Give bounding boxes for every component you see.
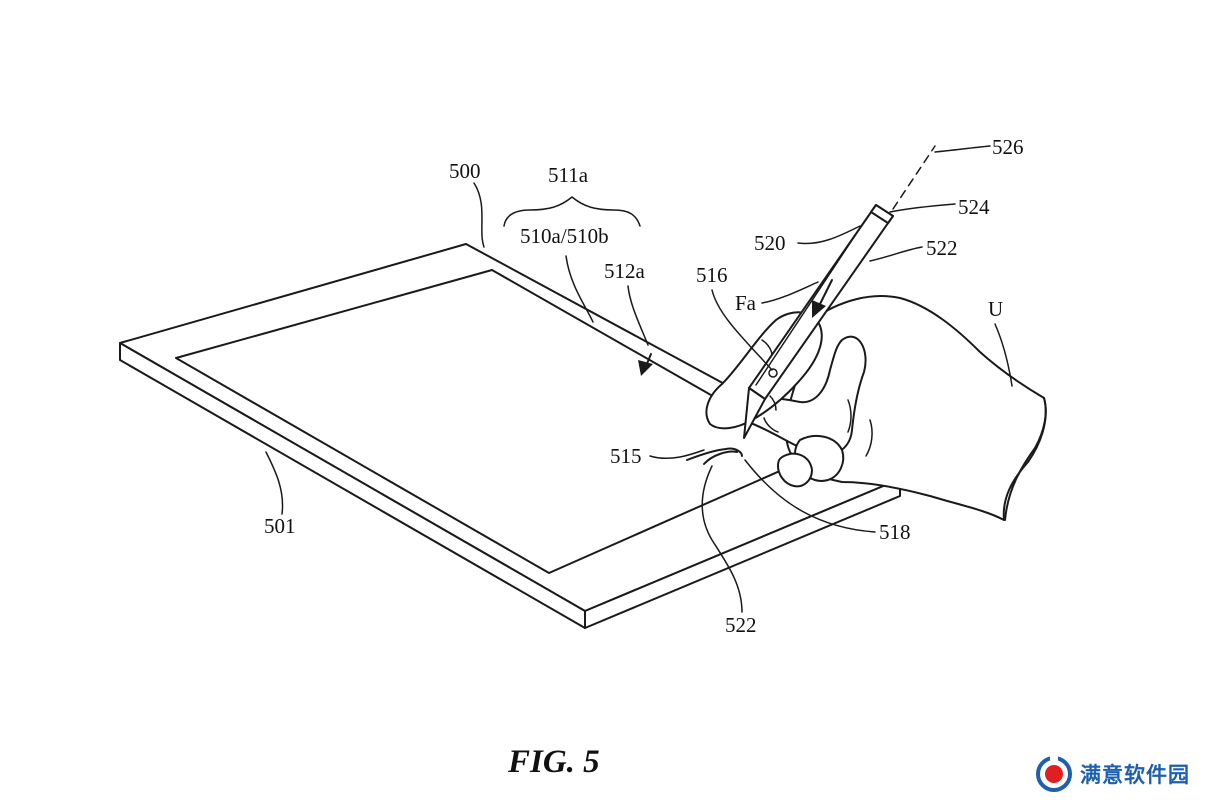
label-524: 524 <box>958 195 990 219</box>
label-522-bottom: 522 <box>725 613 757 637</box>
force-arrows <box>638 279 833 376</box>
circle-logo-icon <box>1036 755 1072 792</box>
pencil-tip <box>743 387 766 439</box>
label-526: 526 <box>992 135 1024 159</box>
pencil-axis <box>892 145 936 210</box>
label-u: U <box>988 297 1003 321</box>
label-500: 500 <box>449 159 481 183</box>
pencil-button <box>768 368 778 378</box>
label-520: 520 <box>754 231 786 255</box>
label-522-top: 522 <box>926 236 958 260</box>
watermark-text: 满意软件园 <box>1080 763 1190 787</box>
label-501: 501 <box>264 514 296 538</box>
leader-lines <box>265 145 1013 613</box>
label-510: 510a/510b <box>520 224 609 248</box>
tablet-right-edge <box>584 478 901 629</box>
ink-stroke <box>686 447 743 465</box>
watermark: 满意软件园 <box>1034 752 1190 796</box>
figure-caption: FIG. 5 <box>507 744 600 780</box>
label-516: 516 <box>696 263 728 287</box>
label-518: 518 <box>879 520 911 544</box>
ring-finger <box>777 452 813 488</box>
arrow-head-fa <box>812 300 826 318</box>
tablet-device <box>119 243 901 629</box>
label-512a: 512a <box>604 259 646 283</box>
pencil-cap <box>870 204 894 224</box>
label-fa: Fa <box>735 291 757 315</box>
label-515: 515 <box>610 444 642 468</box>
label-511a: 511a <box>548 163 589 187</box>
reference-labels: 500 511a 510a/510b 512a 516 Fa 520 522 5… <box>264 135 1024 637</box>
arrow-head-512a <box>638 360 653 376</box>
